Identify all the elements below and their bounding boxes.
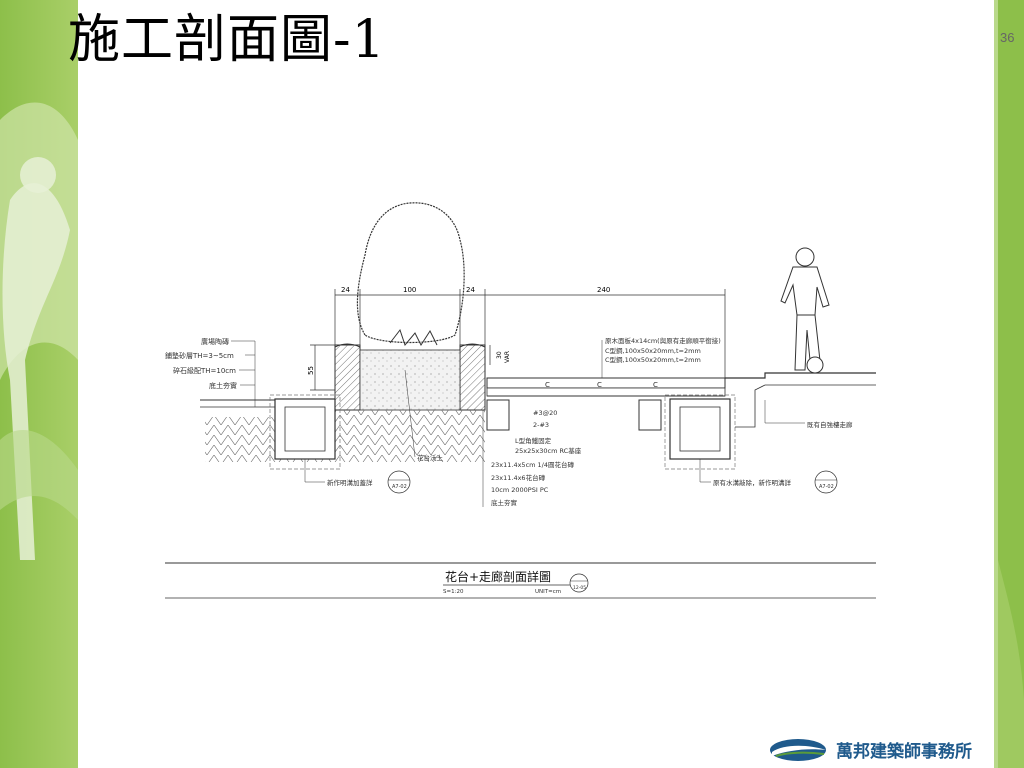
page-number: 36	[1000, 30, 1015, 45]
dim-100: 100	[403, 286, 416, 294]
label-rebar: #3@20	[533, 409, 557, 417]
detail-unit: UNIT=cm	[535, 589, 561, 595]
tree-canopy-icon	[356, 202, 465, 344]
label-sand-layer: 鋪墊砂層TH=3~5cm	[165, 351, 234, 360]
callout-right-circle-icon	[814, 470, 838, 494]
dim-var: VAR	[504, 351, 511, 363]
label-existing-corridor: 既有自強樓走廊	[807, 420, 853, 429]
label-l-angle: L型角鐵固定	[515, 436, 552, 445]
dim-240: 240	[597, 286, 610, 294]
label-gravel: 碎石級配TH=10cm	[173, 366, 236, 375]
svg-text:C: C	[597, 381, 602, 389]
label-planter-brick: 23x11.4x6花台磚	[491, 473, 546, 482]
detail-ref-circle-icon	[569, 573, 589, 593]
callout-left-circle-icon	[387, 470, 411, 494]
callout-right-ref: A7-02	[819, 484, 834, 490]
label-timber-deck: 原木面板4x14cm(與原有走廊順平銜接)	[605, 336, 721, 345]
label-rc-base: 25x25x30cm RC基座	[515, 446, 582, 455]
detail-scale: S=1:20	[443, 589, 464, 595]
label-paving-tile: 廣場陶磚	[201, 337, 229, 346]
person-figure-icon	[780, 247, 830, 374]
firm-name: 萬邦建築師事務所	[836, 742, 972, 762]
label-callout-left: 新作明溝加蓋詳	[327, 478, 373, 487]
detail-ref: 12-05	[573, 585, 586, 591]
label-compacted-soil-mid: 底土夯實	[491, 498, 518, 507]
label-c-steel-2: C型鋼,100x50x20mm,t=2mm	[605, 355, 701, 364]
label-round-brick: 23x11.4x5cm 1/4圓花台磚	[491, 460, 575, 469]
dim-30: 30	[496, 351, 503, 359]
label-planter-soil: 花台沃土	[417, 453, 444, 462]
label-c-steel-1: C型鋼,100x50x20mm,t=2mm	[605, 346, 701, 355]
left-decorative-band	[0, 0, 78, 768]
label-rebar-2: 2-#3	[533, 421, 549, 429]
dim-24-left: 24	[341, 286, 350, 294]
svg-text:C: C	[653, 381, 658, 389]
label-pc: 10cm 2000PSI PC	[491, 486, 549, 494]
dim-55: 55	[307, 366, 315, 375]
dim-24-right: 24	[466, 286, 475, 294]
detail-title: 花台+走廊剖面詳圖	[445, 569, 551, 584]
label-compacted-soil-left: 底土夯實	[209, 381, 237, 390]
callout-left-ref: A7-02	[392, 484, 407, 490]
svg-text:C: C	[545, 381, 550, 389]
firm-logo-icon	[770, 739, 826, 761]
label-callout-right: 原有水溝敲除，新作明溝詳	[713, 478, 792, 487]
right-decorative-band	[994, 0, 1024, 768]
slide-title: 施工剖面圖-1	[68, 10, 386, 70]
